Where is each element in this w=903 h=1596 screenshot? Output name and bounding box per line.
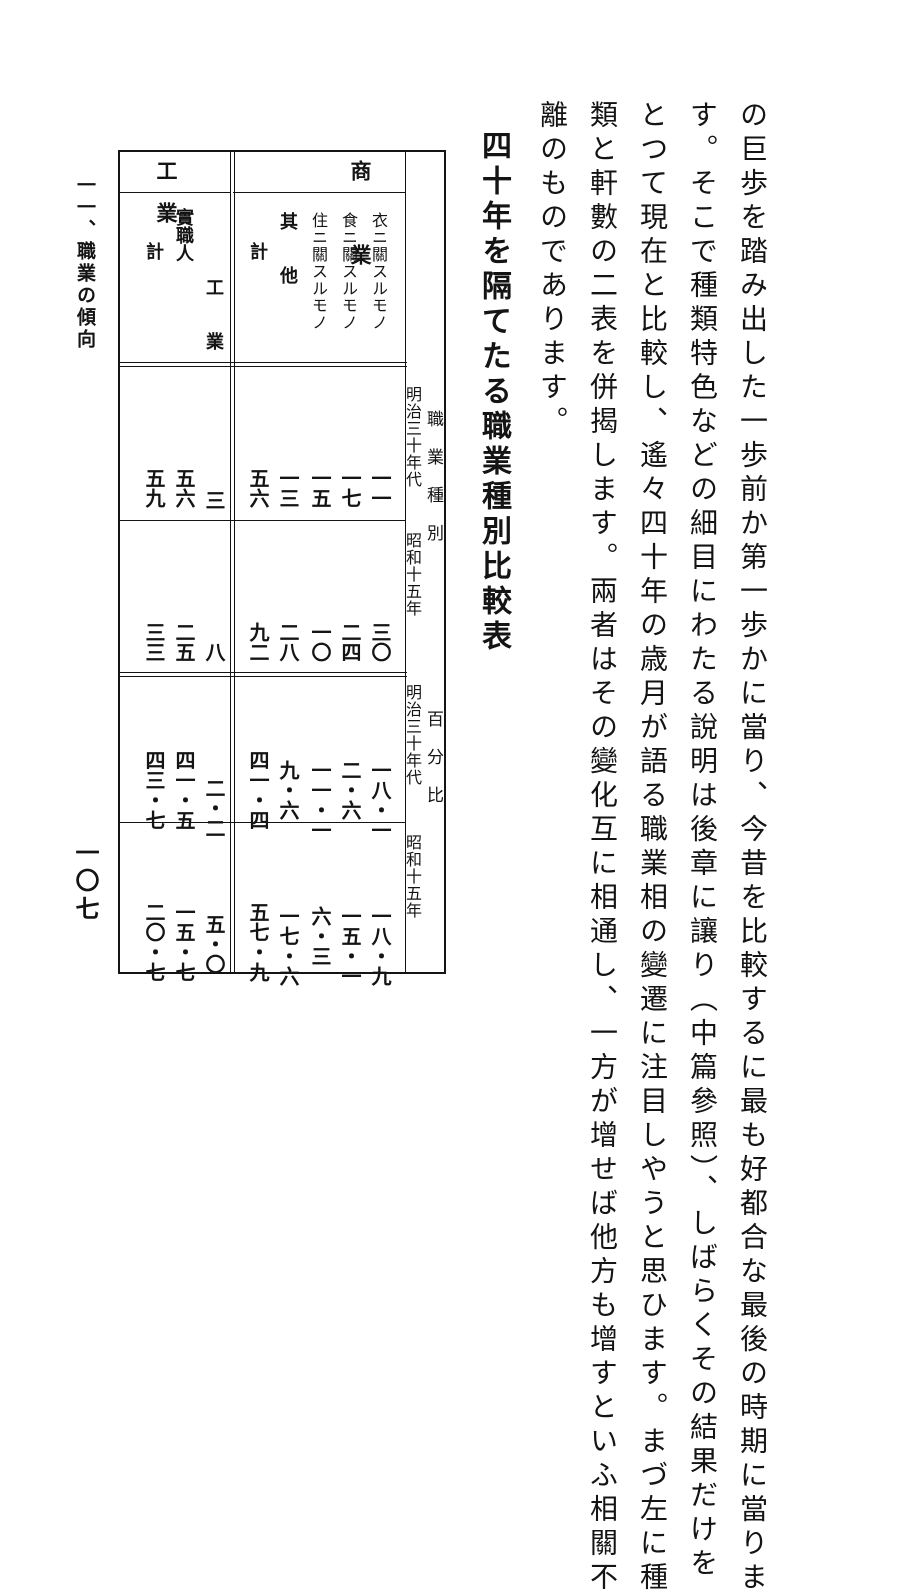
column-group-occupation: 職 業 種 別 — [423, 410, 443, 543]
row-label-industry-total: 計 — [143, 242, 164, 260]
period-meiji-2: 明治三十年代 — [403, 684, 422, 786]
running-header: 一一、職業の傾向 — [74, 175, 96, 351]
value-craftsmen-showa: 二五 — [172, 622, 196, 662]
value-industry-pct-showa: 五・〇 — [202, 914, 226, 974]
section-name-divider-2 — [118, 192, 230, 193]
row-label-craftsmen: 實職人 — [173, 208, 194, 262]
column-group-percentage: 百 分 比 — [423, 710, 443, 805]
table-frame — [118, 150, 446, 974]
value-commerce-total-showa: 九二 — [246, 622, 270, 662]
value-commerce-total-pct-meiji: 四一・四 — [246, 750, 270, 830]
value-clothing-meiji: 一一 — [368, 468, 392, 508]
row-label-other: 其 他 — [277, 212, 298, 284]
value-craftsmen-meiji: 五六 — [172, 468, 196, 508]
period-divider-2 — [118, 822, 405, 823]
value-food-pct-meiji: 二・六 — [338, 760, 362, 820]
prose-line-3: とつて現在と比較し、遙々四十年の歳月が語る職業相の變遷に注目しやうと思ひます。ま… — [636, 100, 669, 1596]
value-commerce-total-meiji: 五六 — [246, 468, 270, 508]
value-other-meiji: 一三 — [276, 468, 300, 508]
period-meiji-1: 明治三十年代 — [403, 386, 422, 488]
value-housing-pct-showa: 六・三 — [308, 906, 332, 966]
value-food-pct-showa: 一五・一 — [338, 906, 362, 986]
page-number: 一〇七 — [71, 840, 100, 924]
value-housing-pct-meiji: 一一・一 — [308, 760, 332, 840]
value-craftsmen-pct-showa: 一五・七 — [172, 902, 196, 982]
value-industry-pct-meiji: 二・二 — [202, 778, 226, 838]
table-title: 四十年を隔てたる職業種別比較表 — [476, 130, 511, 655]
section-name-divider — [233, 192, 405, 193]
row-label-industry: 工 業 — [203, 278, 224, 350]
value-commerce-total-pct-showa: 五七・九 — [246, 902, 270, 982]
period-showa-2: 昭和十五年 — [403, 834, 422, 919]
value-clothing-pct-meiji: 一八・一 — [368, 760, 392, 840]
value-craftsmen-pct-meiji: 四一・五 — [172, 750, 196, 830]
value-industry-showa: 八 — [202, 642, 226, 662]
value-housing-meiji: 一五 — [308, 468, 332, 508]
section-name-industry: 工 業 — [154, 160, 179, 223]
value-industry-meiji: 三 — [202, 490, 226, 510]
value-other-pct-meiji: 九・六 — [276, 760, 300, 820]
period-showa-1: 昭和十五年 — [403, 532, 422, 617]
value-industry-total-pct-meiji: 四三・七 — [142, 750, 166, 830]
comparison-table: 商 業 工 業 職 業 種 別 百 分 比 明治三十年代 昭和十五年 明治三十年… — [118, 150, 446, 986]
prose-line-4: 類と軒數の二表を併揭します。兩者はその變化互に相通し、一方が增せば他方も增すとい… — [586, 100, 619, 1596]
value-housing-showa: 一〇 — [308, 622, 332, 662]
row-label-housing: 住ニ關スルモノ — [309, 212, 328, 331]
value-food-showa: 二四 — [338, 622, 362, 662]
value-industry-total-pct-showa: 二〇・七 — [142, 902, 166, 982]
value-clothing-showa: 三〇 — [368, 622, 392, 662]
header-column-divider — [405, 150, 406, 972]
value-food-meiji: 一七 — [338, 468, 362, 508]
section-divider — [230, 150, 235, 972]
prose-line-5: 離のものであります。 — [536, 100, 569, 440]
period-divider-1 — [118, 520, 405, 521]
group-divider — [118, 672, 407, 677]
section-name-commerce: 商 業 — [348, 160, 373, 265]
value-clothing-pct-showa: 一八・九 — [368, 906, 392, 986]
row-label-commerce-total: 計 — [247, 242, 268, 260]
header-divider — [118, 362, 407, 367]
row-label-clothing: 衣ニ關スルモノ — [369, 212, 388, 331]
prose-line-1: の巨歩を踏み出した一歩前か第一歩かに當り、今昔を比較するに最も好都合な最後の時期… — [736, 100, 769, 1596]
value-industry-total-meiji: 五九 — [142, 468, 166, 508]
value-other-showa: 二八 — [276, 622, 300, 662]
value-industry-total-showa: 三三 — [142, 622, 166, 662]
row-label-food: 食ニ關スルモノ — [339, 212, 358, 331]
prose-line-2: す。そこで種類特色などの細目にわたる說明は後章に讓り（中篇參照）、しばらくその結… — [686, 100, 719, 1582]
value-other-pct-showa: 一七・六 — [276, 906, 300, 986]
